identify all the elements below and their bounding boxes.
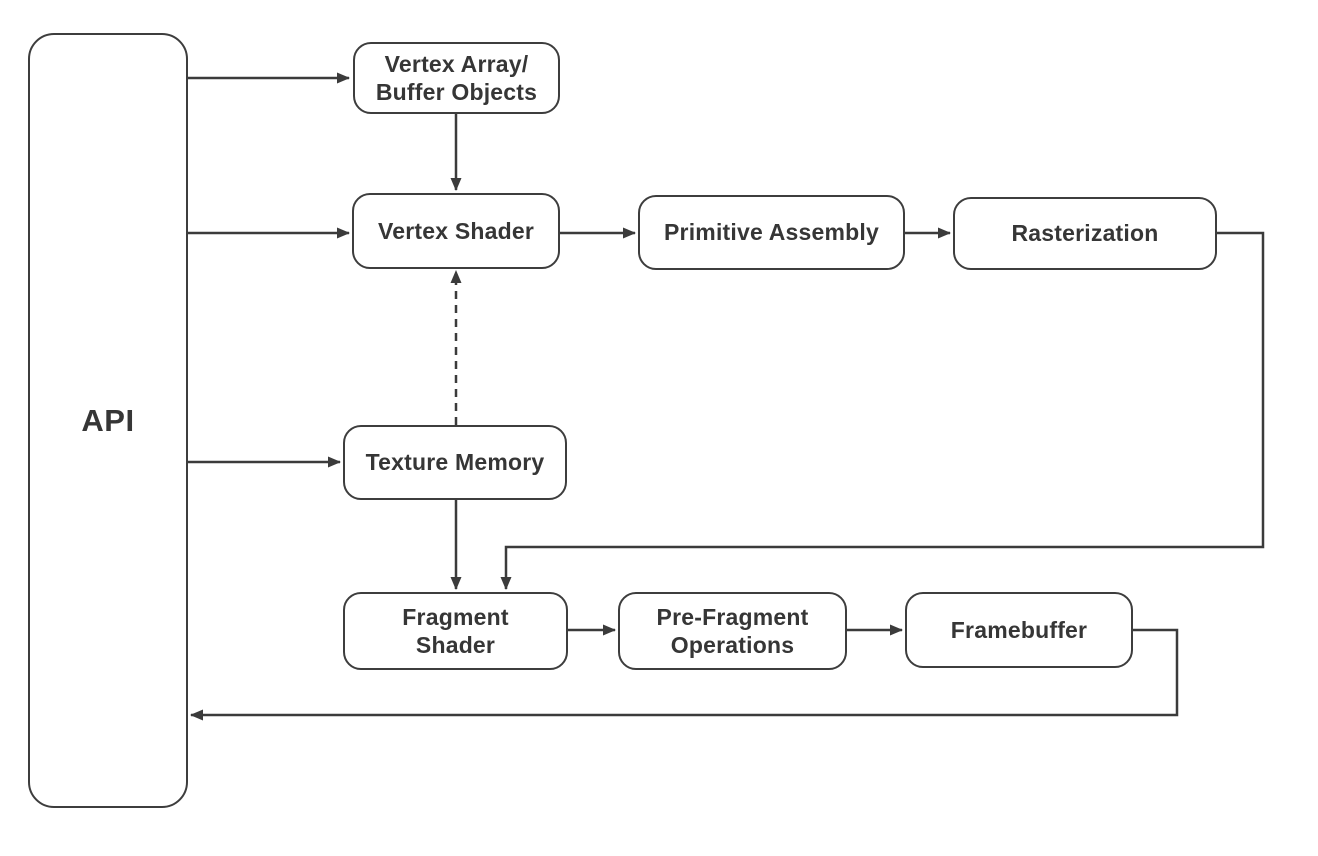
node-rasterization-label: Rasterization <box>1011 220 1159 247</box>
node-pre-fragment-operations-label: Pre-Fragment Operations <box>656 603 809 658</box>
node-pre-fragment-operations: Pre-Fragment Operations <box>618 592 847 670</box>
node-framebuffer-label: Framebuffer <box>950 616 1088 643</box>
node-primitive-assembly-label: Primitive Assembly <box>664 219 879 246</box>
node-texture-memory: Texture Memory <box>343 425 567 500</box>
arrow-framebuffer-to-api <box>190 628 1179 721</box>
node-api-label: API <box>81 402 135 438</box>
node-api: API <box>28 33 188 808</box>
arrow-rasterization-to-fragment-shader <box>500 231 1265 590</box>
node-vertex-array-buffer-objects-label: Vertex Array/ Buffer Objects <box>375 50 538 105</box>
node-vertex-array-buffer-objects: Vertex Array/ Buffer Objects <box>353 42 560 114</box>
node-texture-memory-label: Texture Memory <box>365 449 545 476</box>
node-framebuffer: Framebuffer <box>905 592 1133 668</box>
node-primitive-assembly: Primitive Assembly <box>638 195 905 270</box>
node-vertex-shader: Vertex Shader <box>352 193 560 269</box>
node-fragment-shader-label: Fragment Shader <box>402 603 509 658</box>
node-vertex-shader-label: Vertex Shader <box>377 217 535 244</box>
node-rasterization: Rasterization <box>953 197 1217 270</box>
node-fragment-shader: Fragment Shader <box>343 592 568 670</box>
